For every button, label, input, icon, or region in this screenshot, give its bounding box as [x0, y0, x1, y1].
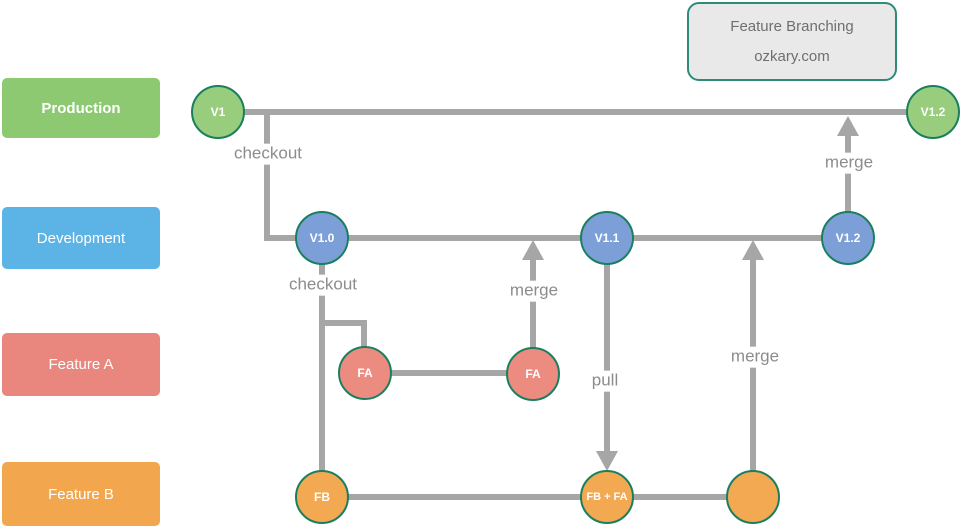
production-branch-line [218, 109, 933, 115]
arrow-down-pull-icon [596, 451, 618, 471]
edge-label-merge-fa: merge [505, 280, 563, 302]
node-production-v1-2: V1.2 [906, 85, 960, 139]
diagram-subtitle: ozkary.com [754, 48, 830, 66]
node-development-v1-0: V1.0 [295, 211, 349, 265]
diagram-title: Feature Branching [730, 17, 854, 35]
arrow-up-merge-prod-icon [837, 116, 859, 136]
node-feature-b-last [726, 470, 780, 524]
arrow-up-merge-fb-icon [742, 240, 764, 260]
edge-label-merge-fb: merge [726, 346, 784, 368]
merge-fa-to-dev-line [530, 248, 536, 373]
checkout-featurea-elbow-horizontal [319, 320, 367, 326]
node-development-v1-2: V1.2 [821, 211, 875, 265]
lane-label-production: Production [2, 78, 160, 138]
node-production-v1: V1 [191, 85, 245, 139]
node-feature-b-first: FB [295, 470, 349, 524]
edge-label-checkout-dev: checkout [284, 274, 362, 296]
diagram-title-box: Feature Branching ozkary.com [687, 2, 897, 81]
pull-dev-to-fb-line [604, 238, 610, 453]
node-development-v1-1: V1.1 [580, 211, 634, 265]
node-feature-a-first: FA [338, 346, 392, 400]
lane-label-feature-b: Feature B [2, 462, 160, 526]
checkout-prod-to-dev-line [264, 109, 270, 241]
edge-label-checkout-prod: checkout [229, 143, 307, 165]
edge-label-merge-prod: merge [820, 152, 878, 174]
feature-b-branch-line [322, 494, 753, 500]
development-branch-line [264, 235, 850, 241]
lane-label-development: Development [2, 207, 160, 269]
lane-label-feature-a: Feature A [2, 333, 160, 396]
edge-label-pull: pull [587, 370, 623, 392]
feature-a-branch-line [365, 370, 533, 376]
node-feature-a-last: FA [506, 347, 560, 401]
arrow-up-merge-fa-icon [522, 240, 544, 260]
checkout-dev-to-featureb-line [319, 238, 325, 497]
node-feature-b-merge: FB + FA [580, 470, 634, 524]
